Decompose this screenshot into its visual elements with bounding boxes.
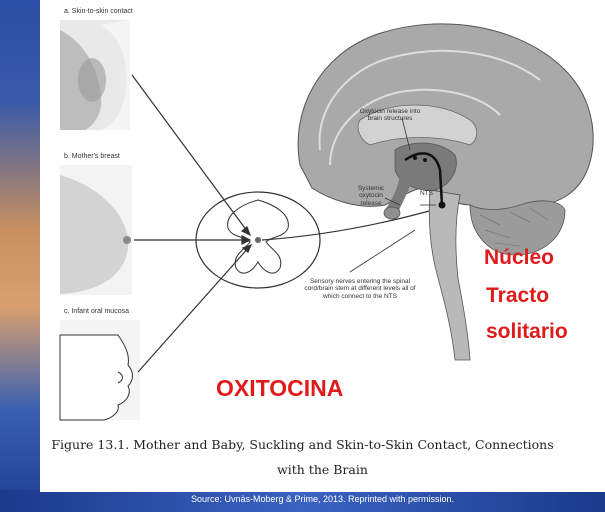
- sensory-nerves-annotation: Sensory nerves entering the spinal cord/…: [300, 278, 420, 300]
- nts-label: NTS: [420, 190, 440, 197]
- overlay-tracto: Tracto: [486, 284, 549, 308]
- figure-caption-line2: with the Brain: [40, 462, 605, 477]
- skin-to-skin-image: [60, 20, 130, 130]
- brain-sagittal-section: [298, 24, 593, 360]
- overlay-nucleo: Núcleo: [484, 246, 554, 270]
- panel-c-label: c. Infant oral mucosa: [64, 308, 129, 315]
- overlay-solitario: solitario: [486, 320, 568, 344]
- figure-caption-line1: Figure 13.1. Mother and Baby, Suckling a…: [0, 437, 605, 452]
- figure-source: Source: Uvnäs-Moberg & Prime, 2013. Repr…: [40, 494, 605, 504]
- systemic-oxytocin-annotation: Systemic oxytocin release: [352, 185, 390, 207]
- overlay-oxitocina: OXITOCINA: [216, 375, 343, 402]
- panel-b-label: b. Mother's breast: [64, 153, 120, 160]
- panel-a-label: a. Skin-to-skin contact: [64, 8, 133, 15]
- breast-image: [60, 165, 132, 295]
- infant-face-image: [60, 320, 140, 420]
- oxytocin-brain-annotation: Oxytocin release into brain structures: [355, 108, 425, 123]
